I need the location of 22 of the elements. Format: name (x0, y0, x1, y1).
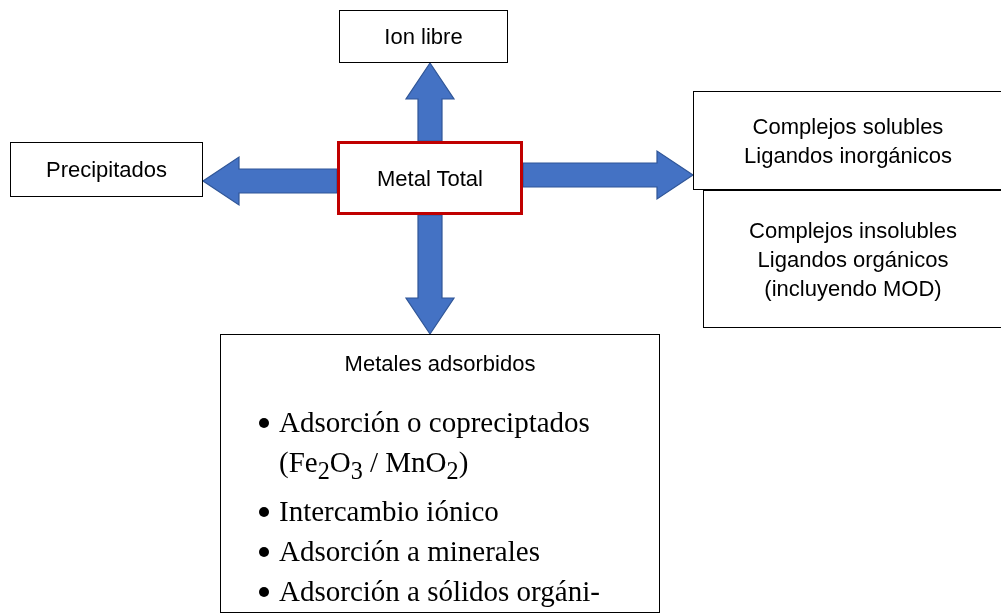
block-arrow (404, 214, 456, 336)
node-text: Ligandos orgánicos (incluyendo MOD) (756, 245, 950, 303)
bullet-item: Adsorción a sólidos orgáni- (279, 570, 659, 611)
bullet-item: Intercambio iónico (279, 490, 659, 531)
node-title: Complejos solubles (752, 112, 944, 141)
text-box (339, 10, 508, 63)
node-title: Ion libre (384, 23, 463, 51)
block-arrow (201, 155, 338, 207)
bullet-item: Adsorción a minerales (279, 530, 659, 571)
block-arrow (404, 61, 456, 142)
text-box (693, 91, 1001, 190)
node-title: Precipitados (45, 156, 168, 184)
text-box (10, 142, 203, 197)
text-box (220, 334, 660, 613)
node-text: Ligandos inorgánicos (744, 141, 952, 170)
node-title: Metales adsorbidos (344, 350, 536, 378)
bullet-item: Adsorción o copreciptados (Fe$_{2}$O$_{3}$ / MnO$_{2}$) (279, 402, 659, 491)
node-title: Complejos insolubles (749, 216, 957, 245)
block-arrow (522, 149, 695, 201)
node-title: Metal Total (377, 164, 483, 193)
highlighted-box (337, 141, 523, 215)
text-box (703, 190, 1001, 328)
